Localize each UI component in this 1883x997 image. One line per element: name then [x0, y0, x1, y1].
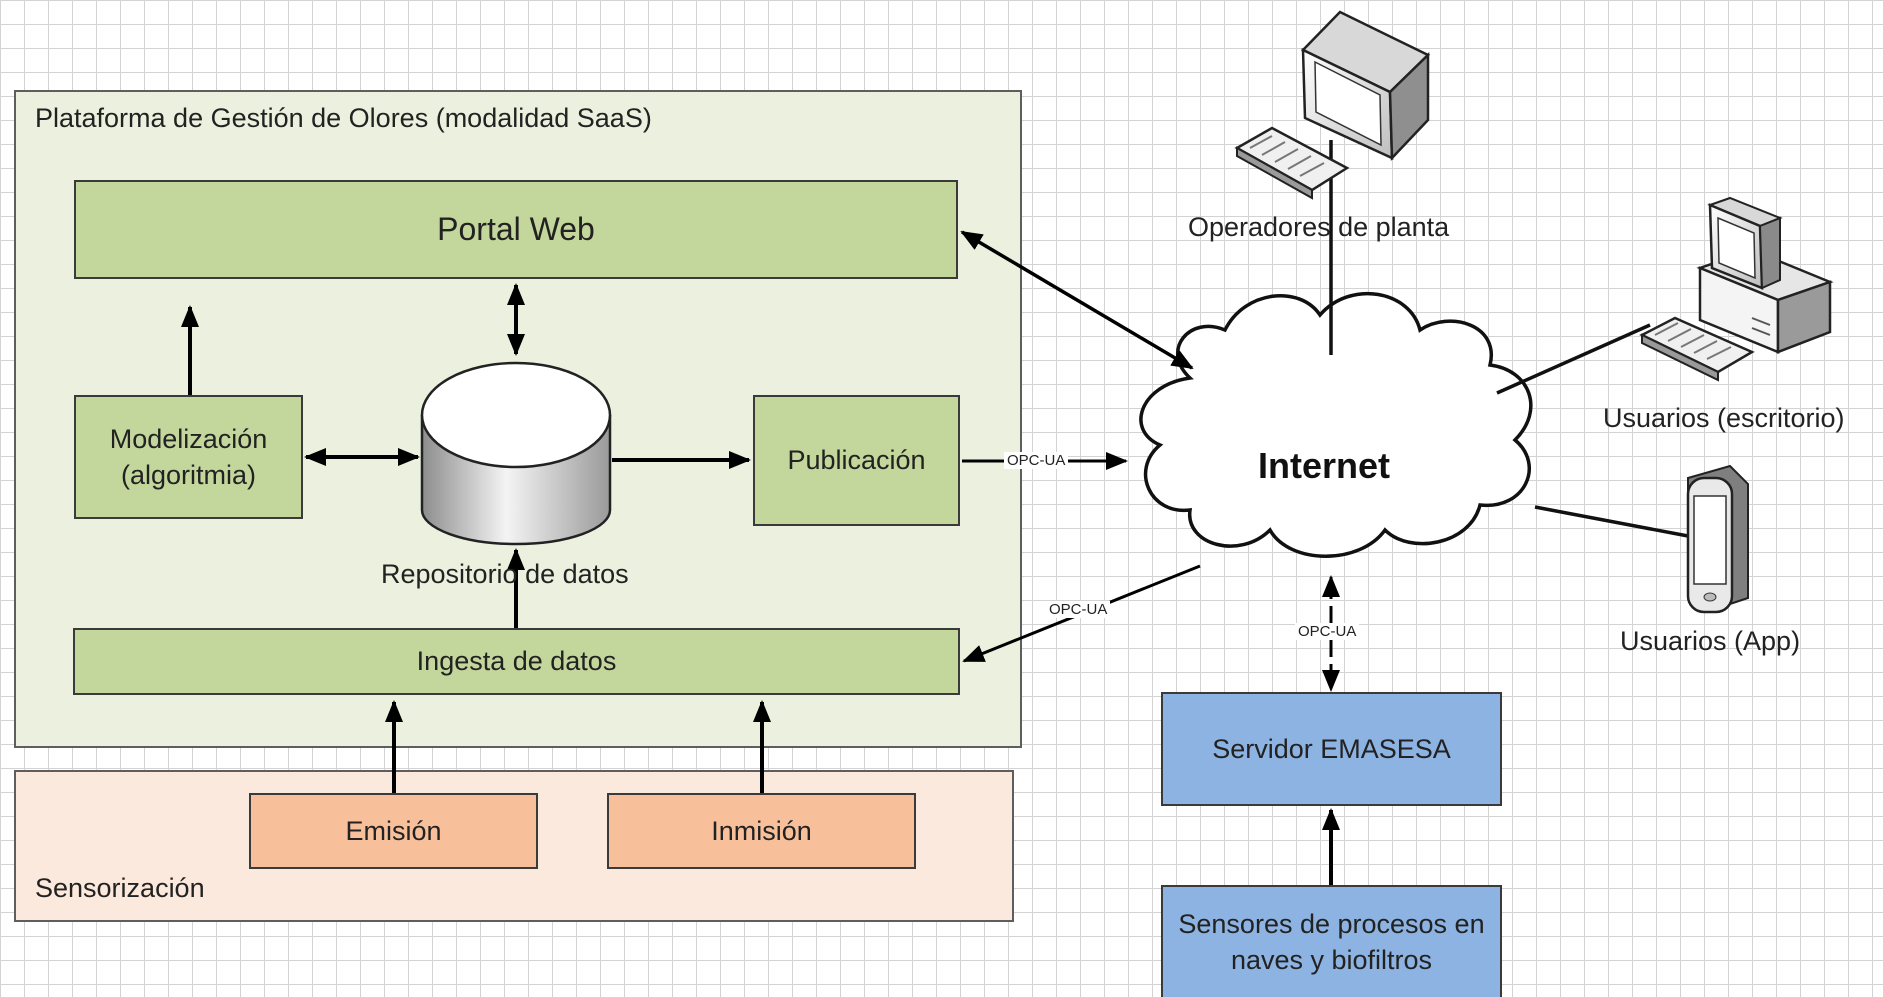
app-label: Usuarios (App): [1620, 626, 1801, 656]
sensorization-title: Sensorización: [35, 873, 205, 903]
line-internet-escritorio: [1496, 323, 1651, 395]
internet-label: Internet: [1258, 445, 1391, 486]
ingesta-box: Ingesta de datos: [73, 628, 960, 695]
desktop-computer-icon: [1300, 10, 1431, 162]
repositorio-label: Repositorio de datos: [381, 559, 629, 589]
line-internet-app: [1534, 505, 1689, 538]
servidor-emasesa-label: Servidor EMASESA: [1212, 733, 1451, 764]
publicacion-label: Publicación: [787, 445, 926, 476]
modelizacion-box: Modelización (algoritmia): [74, 395, 303, 519]
database-cylinder-icon: [420, 361, 612, 546]
inmision-label: Inmisión: [711, 815, 812, 846]
protocol-label-servidor: OPC-UA: [1295, 623, 1360, 640]
publicacion-box: Publicación: [753, 395, 960, 526]
protocol-label-publicacion: OPC-UA: [1004, 452, 1069, 469]
portal-web-label: Portal Web: [437, 210, 595, 247]
servidor-emasesa-box: Servidor EMASESA: [1161, 692, 1502, 806]
modelizacion-line2: (algoritmia): [120, 460, 257, 490]
arrow-portal-internet: [960, 230, 1194, 370]
protocol-label-ingesta: OPC-UA: [1046, 601, 1111, 618]
desktop-computer-icon: [1696, 196, 1834, 354]
ingesta-label: Ingesta de datos: [416, 646, 617, 677]
operadores-label: Operadores de planta: [1188, 212, 1450, 242]
emision-box: Emisión: [249, 793, 538, 869]
keyboard-icon: [1234, 126, 1350, 200]
cloud-icon: [1139, 291, 1533, 558]
inmision-box: Inmisión: [607, 793, 916, 869]
emision-label: Emisión: [345, 815, 442, 846]
escritorio-label: Usuarios (escritorio): [1603, 403, 1845, 433]
portal-web-box: Portal Web: [74, 180, 958, 279]
smartphone-icon: [1686, 464, 1749, 614]
sensores-line1: Sensores de procesos en: [1178, 908, 1485, 939]
keyboard-icon: [1639, 316, 1755, 382]
platform-title: Plataforma de Gestión de Olores (modalid…: [35, 103, 652, 133]
sensores-box: Sensores de procesos en naves y biofiltr…: [1161, 885, 1502, 997]
modelizacion-line1: Modelización: [109, 423, 268, 454]
sensores-line2: naves y biofiltros: [1230, 945, 1433, 975]
